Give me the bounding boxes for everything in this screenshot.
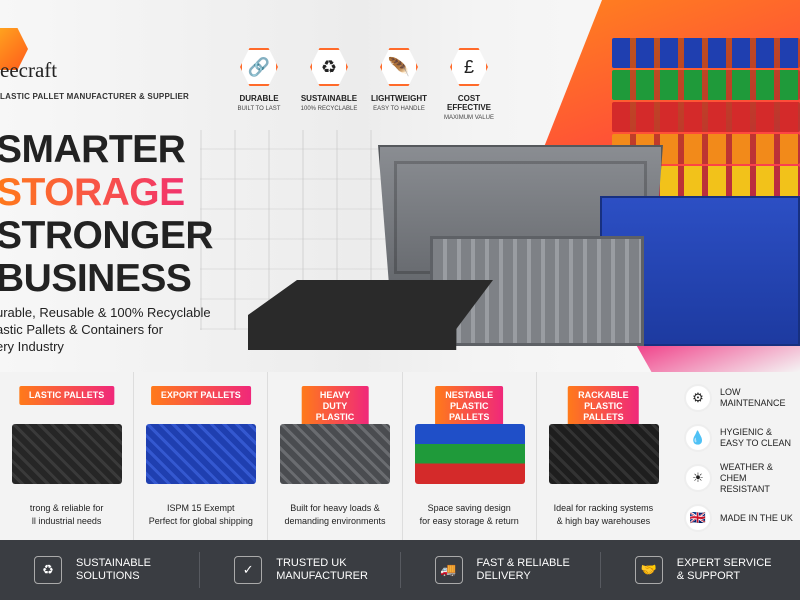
pound-icon: £ bbox=[450, 48, 488, 86]
feature-subtitle: BUILT TO LAST bbox=[237, 106, 281, 112]
feature-sustainable: ♻ SUSTAINABLE 100% RECYCLABLE bbox=[298, 48, 360, 121]
feature-durable: 🔗 DURABLE BUILT TO LAST bbox=[228, 48, 290, 121]
chain-link-icon: 🔗 bbox=[240, 48, 278, 86]
benefit-text: MADE IN THE UK bbox=[720, 512, 793, 523]
benefit-text: WEATHER & CHEM RESISTANT bbox=[720, 461, 773, 494]
product-nestable-pallets[interactable]: NESTABLE PLASTIC PALLETS Space saving de… bbox=[403, 372, 537, 540]
product-description-line-2: demanding environments bbox=[284, 516, 386, 526]
headline-line-1: SMARTER bbox=[0, 128, 186, 171]
product-image bbox=[414, 424, 525, 484]
product-description-line-2: & high bay warehouses bbox=[556, 516, 651, 526]
subheadline-line-3: ery Industry bbox=[0, 339, 64, 354]
product-image bbox=[280, 424, 391, 484]
product-description-line-1: Space saving design bbox=[427, 503, 511, 513]
product-image bbox=[12, 424, 122, 484]
shield-check-icon: ✓ bbox=[234, 556, 263, 584]
feature-title: DURABLE bbox=[239, 94, 279, 103]
footer-item-delivery: 🚚 FAST & RELIABLE DELIVERY bbox=[401, 552, 601, 588]
feature-lightweight: 🪶 LIGHTWEIGHT EASY TO HANDLE bbox=[368, 48, 430, 121]
feature-cost-effective: £ COST EFFECTIVE MAXIMUM VALUE bbox=[438, 48, 500, 121]
product-label-button[interactable]: RACKABLE PLASTIC PALLETS bbox=[568, 386, 639, 427]
product-description-line-1: Ideal for racking systems bbox=[553, 503, 654, 513]
product-description-line-1: trong & reliable for bbox=[29, 503, 104, 513]
product-export-pallets[interactable]: EXPORT PALLETS ISPM 15 Exempt Perfect fo… bbox=[134, 372, 269, 540]
handshake-icon: 🤝 bbox=[634, 556, 663, 584]
product-description-line-1: ISPM 15 Exempt bbox=[167, 503, 235, 513]
benefit-low-maintenance: ⚙ LOW MAINTENANCE bbox=[684, 378, 794, 418]
footer-text: SUSTAINABLE SOLUTIONS bbox=[76, 557, 151, 582]
recycle-icon: ♻ bbox=[34, 556, 62, 584]
feature-title: COST EFFECTIVE bbox=[446, 94, 491, 112]
stacked-pallet-layer bbox=[612, 70, 800, 100]
product-label-button[interactable]: LASTIC PALLETS bbox=[18, 386, 115, 405]
black-pallet-image bbox=[248, 280, 493, 350]
headline-line-2: STORAGE bbox=[0, 171, 213, 214]
truck-icon: 🚚 bbox=[434, 556, 463, 584]
stacked-pallet-layer bbox=[612, 102, 800, 132]
footer-item-trusted: ✓ TRUSTED UK MANUFACTURER bbox=[200, 552, 401, 588]
feature-subtitle: 100% RECYCLABLE bbox=[300, 106, 358, 112]
benefit-list: ⚙ LOW MAINTENANCE 💧 HYGIENIC & EASY TO C… bbox=[670, 372, 800, 540]
product-description: ISPM 15 Exempt Perfect for global shippi… bbox=[134, 502, 267, 528]
feather-icon: 🪶 bbox=[380, 48, 418, 86]
gear-icon: ⚙ bbox=[684, 384, 712, 412]
subheadline: urable, Reusable & 100% Recyclable astic… bbox=[0, 304, 211, 355]
product-grid: LASTIC PALLETS trong & reliable for ll i… bbox=[0, 372, 670, 540]
product-description-line-2: for easy storage & return bbox=[419, 516, 519, 526]
product-description-line-1: Built for heavy loads & bbox=[290, 503, 380, 513]
subheadline-line-2: astic Pallets & Containers for bbox=[0, 322, 163, 337]
product-heavy-duty-pallets[interactable]: HEAVY DUTY PLASTIC PALLETS Built for hea… bbox=[268, 372, 403, 540]
product-description: Space saving design for easy storage & r… bbox=[403, 502, 536, 528]
product-description: Ideal for racking systems & high bay war… bbox=[537, 502, 670, 528]
footer-text: TRUSTED UK MANUFACTURER bbox=[276, 557, 368, 582]
benefit-text: HYGIENIC & EASY TO CLEAN bbox=[720, 427, 792, 448]
footer-text: EXPERT SERVICE & SUPPORT bbox=[676, 557, 772, 582]
benefit-text: LOW MAINTENANCE bbox=[720, 387, 786, 408]
product-description-line-2: Perfect for global shipping bbox=[148, 516, 253, 526]
feature-title: SUSTAINABLE bbox=[300, 94, 358, 103]
stacked-pallet-layer bbox=[612, 38, 800, 68]
product-plastic-pallets[interactable]: LASTIC PALLETS trong & reliable for ll i… bbox=[0, 372, 135, 540]
footer-item-sustainable: ♻ SUSTAINABLE SOLUTIONS bbox=[0, 552, 201, 588]
headline-line-3: STRONGER bbox=[0, 214, 214, 257]
droplet-icon: 💧 bbox=[684, 424, 712, 452]
headline-line-4: BUSINESS bbox=[0, 257, 192, 300]
footer-bar: ♻ SUSTAINABLE SOLUTIONS ✓ TRUSTED UK MAN… bbox=[0, 540, 800, 600]
product-image bbox=[548, 424, 659, 484]
product-description: Built for heavy loads & demanding enviro… bbox=[268, 502, 401, 528]
feature-list: 🔗 DURABLE BUILT TO LAST ♻ SUSTAINABLE 10… bbox=[228, 48, 500, 121]
hero-banner: eecraft LASTIC PALLET MANUFACTURER & SUP… bbox=[0, 0, 800, 372]
footer-item-support: 🤝 EXPERT SERVICE & SUPPORT bbox=[601, 552, 800, 588]
recycle-icon: ♻ bbox=[310, 48, 348, 86]
feature-subtitle: EASY TO HANDLE bbox=[373, 106, 425, 112]
footer-text: FAST & RELIABLE DELIVERY bbox=[476, 557, 570, 582]
subheadline-line-1: urable, Reusable & 100% Recyclable bbox=[0, 305, 211, 320]
brand-tagline: LASTIC PALLET MANUFACTURER & SUPPLIER bbox=[0, 92, 190, 101]
product-label-button[interactable]: NESTABLE PLASTIC PALLETS bbox=[435, 386, 504, 427]
product-rackable-pallets[interactable]: RACKABLE PLASTIC PALLETS Ideal for racki… bbox=[537, 372, 670, 540]
product-description: trong & reliable for ll industrial needs bbox=[0, 502, 133, 528]
logo[interactable] bbox=[0, 28, 28, 70]
feature-title: LIGHTWEIGHT bbox=[371, 94, 427, 103]
headline: SMARTER STORAGE STRONGER BUSINESS bbox=[0, 128, 214, 300]
benefit-weather-resistant: ☀ WEATHER & CHEM RESISTANT bbox=[684, 458, 794, 498]
brand-name[interactable]: eecraft bbox=[0, 58, 58, 82]
benefit-made-in-uk: 🇬🇧 MADE IN THE UK bbox=[684, 498, 794, 538]
sun-icon: ☀ bbox=[684, 464, 712, 492]
product-image bbox=[146, 424, 257, 484]
feature-subtitle: MAXIMUM VALUE bbox=[444, 115, 494, 121]
product-description-line-2: ll industrial needs bbox=[31, 516, 102, 526]
uk-flag-icon: 🇬🇧 bbox=[684, 504, 712, 532]
product-label-button[interactable]: EXPORT PALLETS bbox=[150, 386, 251, 405]
benefit-hygienic: 💧 HYGIENIC & EASY TO CLEAN bbox=[684, 418, 794, 458]
